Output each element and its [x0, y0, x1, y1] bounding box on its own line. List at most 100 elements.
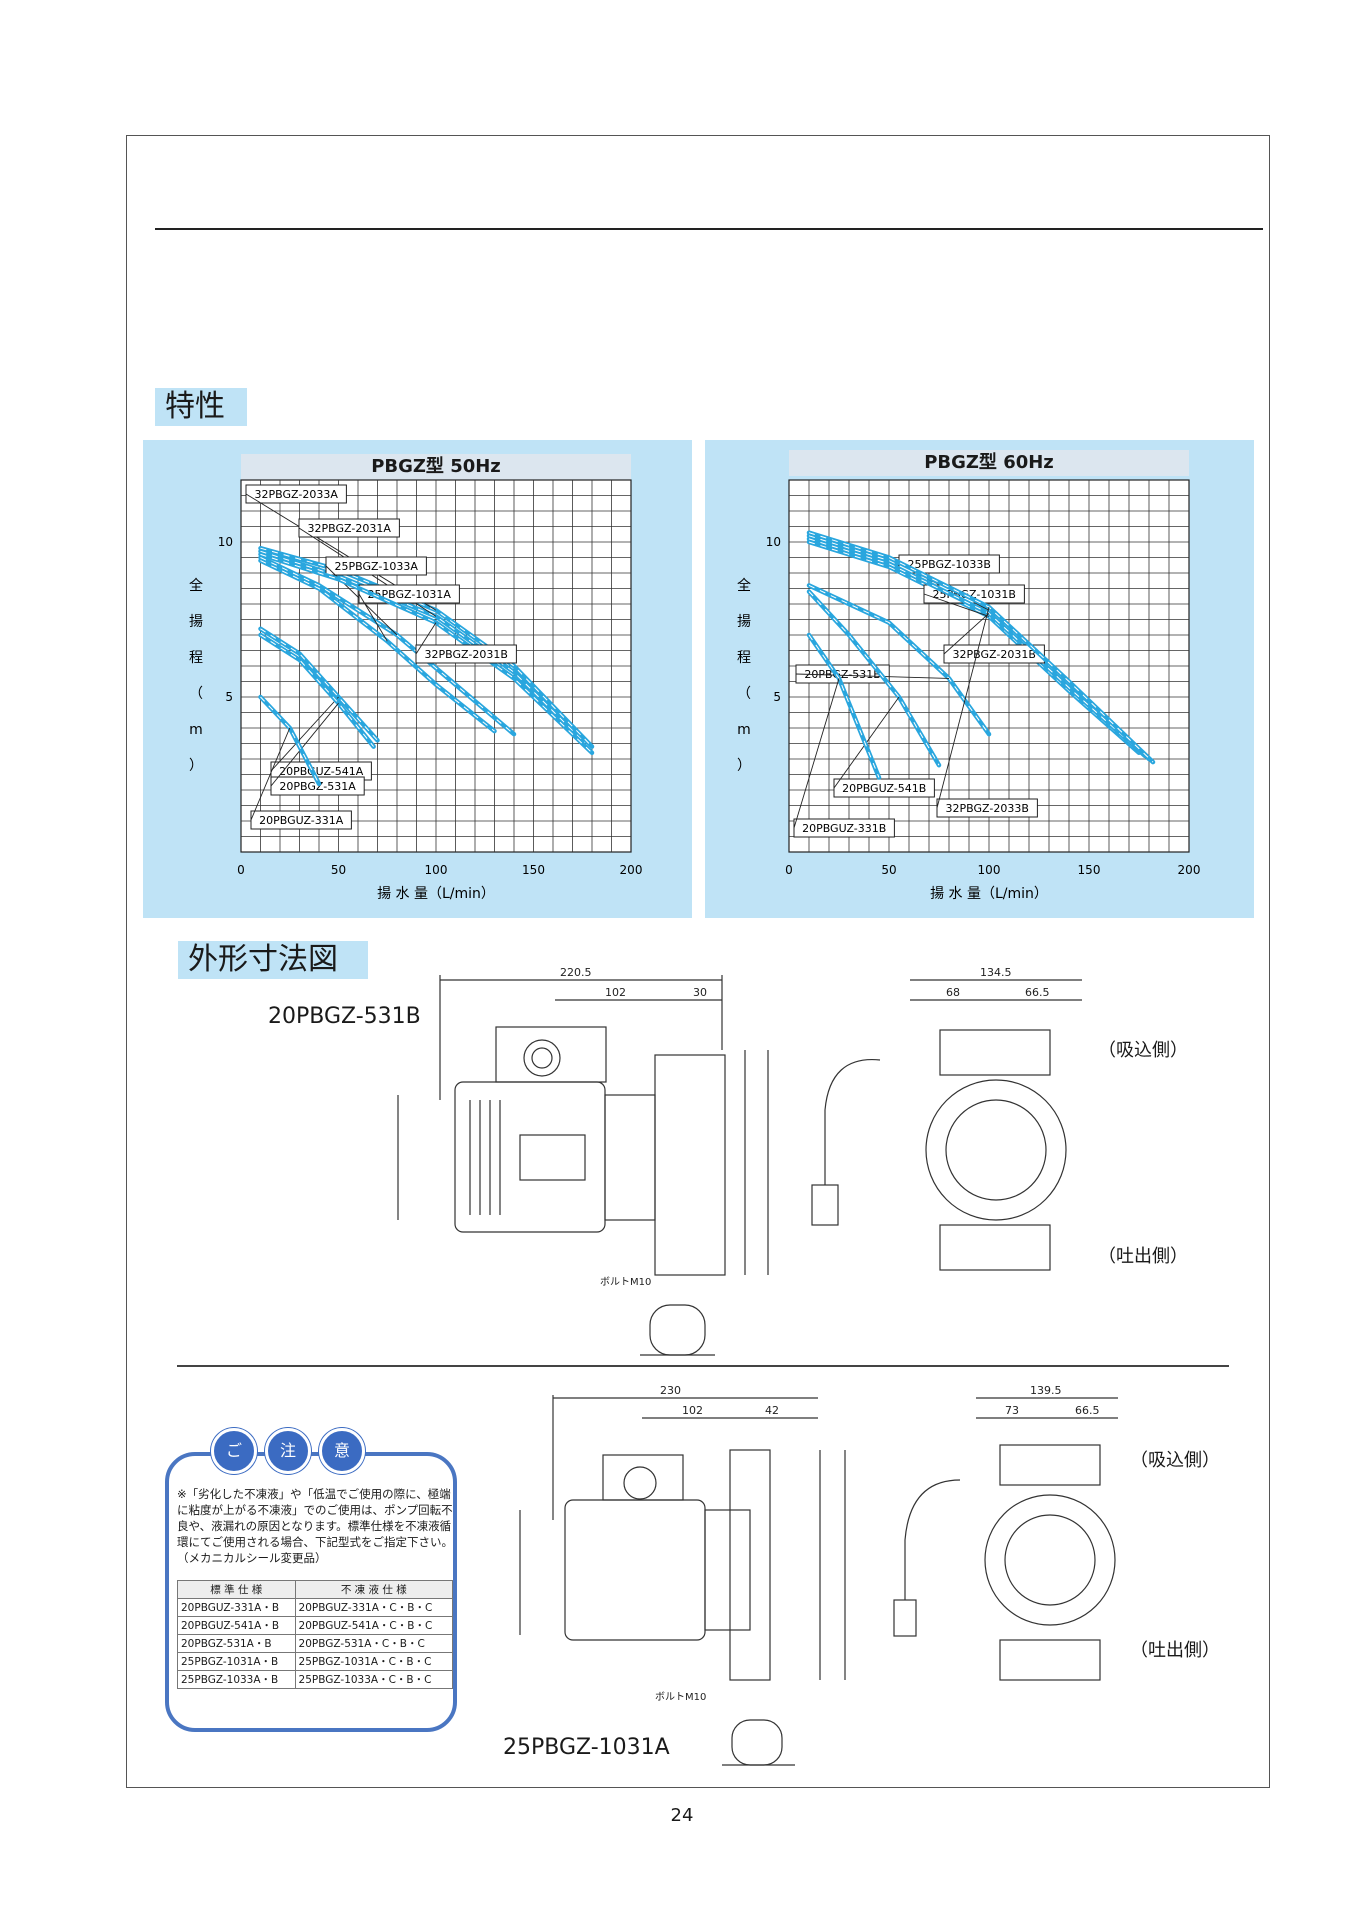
series-line-highlight: [260, 560, 495, 732]
discharge-side-label-bottom: （吐出側）: [1130, 1640, 1220, 1661]
section-title-dimensions: 外形寸法図: [178, 941, 368, 979]
x-tick-label: 0: [237, 863, 245, 877]
header-rule: [155, 228, 1263, 230]
y-axis-label-char: 程: [189, 650, 203, 666]
series-leader-line: [943, 612, 990, 655]
series-leader-line: [793, 678, 840, 829]
notice-box: ご注意 ※「劣化した不凍液」や「低温でご使用の際に、極端に粘度が上がる不凍液」で…: [165, 1428, 457, 1732]
series-label: 20PBGUZ-331A: [259, 814, 344, 827]
y-axis-label-char: ）: [737, 758, 751, 774]
y-axis-label-char: ）: [189, 758, 203, 774]
y-axis-label-char: （: [737, 686, 751, 702]
series-label: 20PBGZ-531A: [279, 780, 356, 793]
series-leader-line: [923, 593, 990, 617]
series-label: 20PBGZ-531B: [804, 668, 880, 681]
series-line-highlight: [260, 550, 583, 741]
series-line-highlight: [808, 538, 1146, 757]
series-label: 32PBGZ-2031A: [308, 522, 392, 535]
series-label: 25PBGZ-1033B: [908, 558, 991, 571]
x-tick-label: 150: [1078, 863, 1101, 877]
x-tick-label: 100: [425, 863, 448, 877]
x-tick-label: 200: [1178, 863, 1201, 877]
y-axis-label-char: m: [189, 722, 203, 738]
series-line-highlight: [808, 532, 1154, 763]
table-cell: 25PBGZ-1033A・C・B・C: [294, 1670, 454, 1689]
discharge-side-label-top: （吐出側）: [1098, 1246, 1188, 1267]
table-cell: 25PBGZ-1033A・B: [177, 1670, 296, 1689]
series-line-highlight: [260, 634, 374, 747]
x-tick-label: 50: [331, 863, 346, 877]
table-cell: 20PBGZ-531A・C・B・C: [294, 1634, 454, 1653]
table-cell: 25PBGZ-1031A・C・B・C: [294, 1652, 454, 1671]
series-leader-line: [415, 622, 437, 655]
table-cell: 20PBGZ-531A・B: [177, 1634, 296, 1653]
series-line-highlight: [260, 547, 593, 747]
table-header: 標 準 仕 様: [177, 1580, 296, 1599]
x-axis-label: 揚 水 量（L/min）: [930, 885, 1048, 902]
x-tick-label: 50: [881, 863, 896, 877]
x-tick-label: 100: [978, 863, 1001, 877]
page-number: 24: [670, 1805, 694, 1826]
series-leader-line: [270, 696, 339, 772]
series-label: 25PBGZ-1033A: [335, 560, 419, 573]
series-label: 32PBGZ-2033B: [946, 802, 1029, 815]
y-axis-label-char: （: [189, 686, 203, 702]
table-cell: 20PBGUZ-331A・C・B・C: [294, 1598, 454, 1617]
y-tick-label: 5: [773, 690, 781, 704]
y-axis-label-char: m: [737, 722, 751, 738]
series-label: 25PBGZ-1031A: [368, 588, 452, 601]
chart-title: PBGZ型 60Hz: [789, 450, 1189, 476]
series-leader-line: [358, 593, 388, 642]
series-line-highlight: [260, 696, 320, 785]
table-cell: 20PBGUZ-541A・B: [177, 1616, 296, 1635]
series-label: 32PBGZ-2031B: [953, 648, 1036, 661]
y-axis-label-char: 揚: [189, 613, 203, 630]
series-label: 20PBGUZ-331B: [802, 822, 886, 835]
series-leader-line: [936, 606, 990, 809]
y-tick-label: 10: [766, 535, 781, 549]
table-header: 不 凍 液 仕 様: [294, 1580, 454, 1599]
series-line-highlight: [260, 628, 378, 741]
series-leader-line: [250, 727, 291, 821]
table-cell: 20PBGUZ-331A・B: [177, 1598, 296, 1617]
x-axis-label: 揚 水 量（L/min）: [377, 885, 495, 902]
y-axis-label-char: 全: [189, 577, 203, 594]
y-axis-label-char: 揚: [737, 613, 751, 630]
series-leader-line: [795, 673, 950, 679]
series-label: 20PBGUZ-541A: [279, 765, 364, 778]
chart-title: PBGZ型 50Hz: [241, 454, 631, 480]
notice-dot: 意: [319, 1428, 365, 1474]
series-label: 32PBGZ-2033A: [255, 488, 339, 501]
section-divider: [177, 1365, 1229, 1367]
section-title-characteristics: 特性: [155, 388, 247, 426]
y-axis-label-char: 全: [737, 577, 751, 594]
x-tick-label: 150: [522, 863, 545, 877]
page-frame: [126, 135, 1270, 1788]
series-line: [258, 552, 595, 756]
x-tick-label: 200: [620, 863, 643, 877]
model-label-bottom: 25PBGZ-1031A: [503, 1735, 670, 1760]
table-cell: 20PBGUZ-541A・C・B・C: [294, 1616, 454, 1635]
series-label: 20PBGUZ-541B: [842, 782, 926, 795]
suction-side-label-top: （吸込側）: [1098, 1040, 1188, 1061]
series-line-highlight: [808, 541, 1140, 754]
y-axis-label-char: 程: [737, 650, 751, 666]
suction-side-label-bottom: （吸込側）: [1130, 1450, 1220, 1471]
notice-header: ご注意: [211, 1428, 373, 1474]
table-cell: 25PBGZ-1031A・B: [177, 1652, 296, 1671]
series-line-highlight: [808, 591, 940, 766]
series-label: 32PBGZ-2031B: [425, 648, 508, 661]
series-line-highlight: [808, 584, 990, 735]
notice-dot: 注: [265, 1428, 311, 1474]
y-tick-label: 5: [225, 690, 233, 704]
